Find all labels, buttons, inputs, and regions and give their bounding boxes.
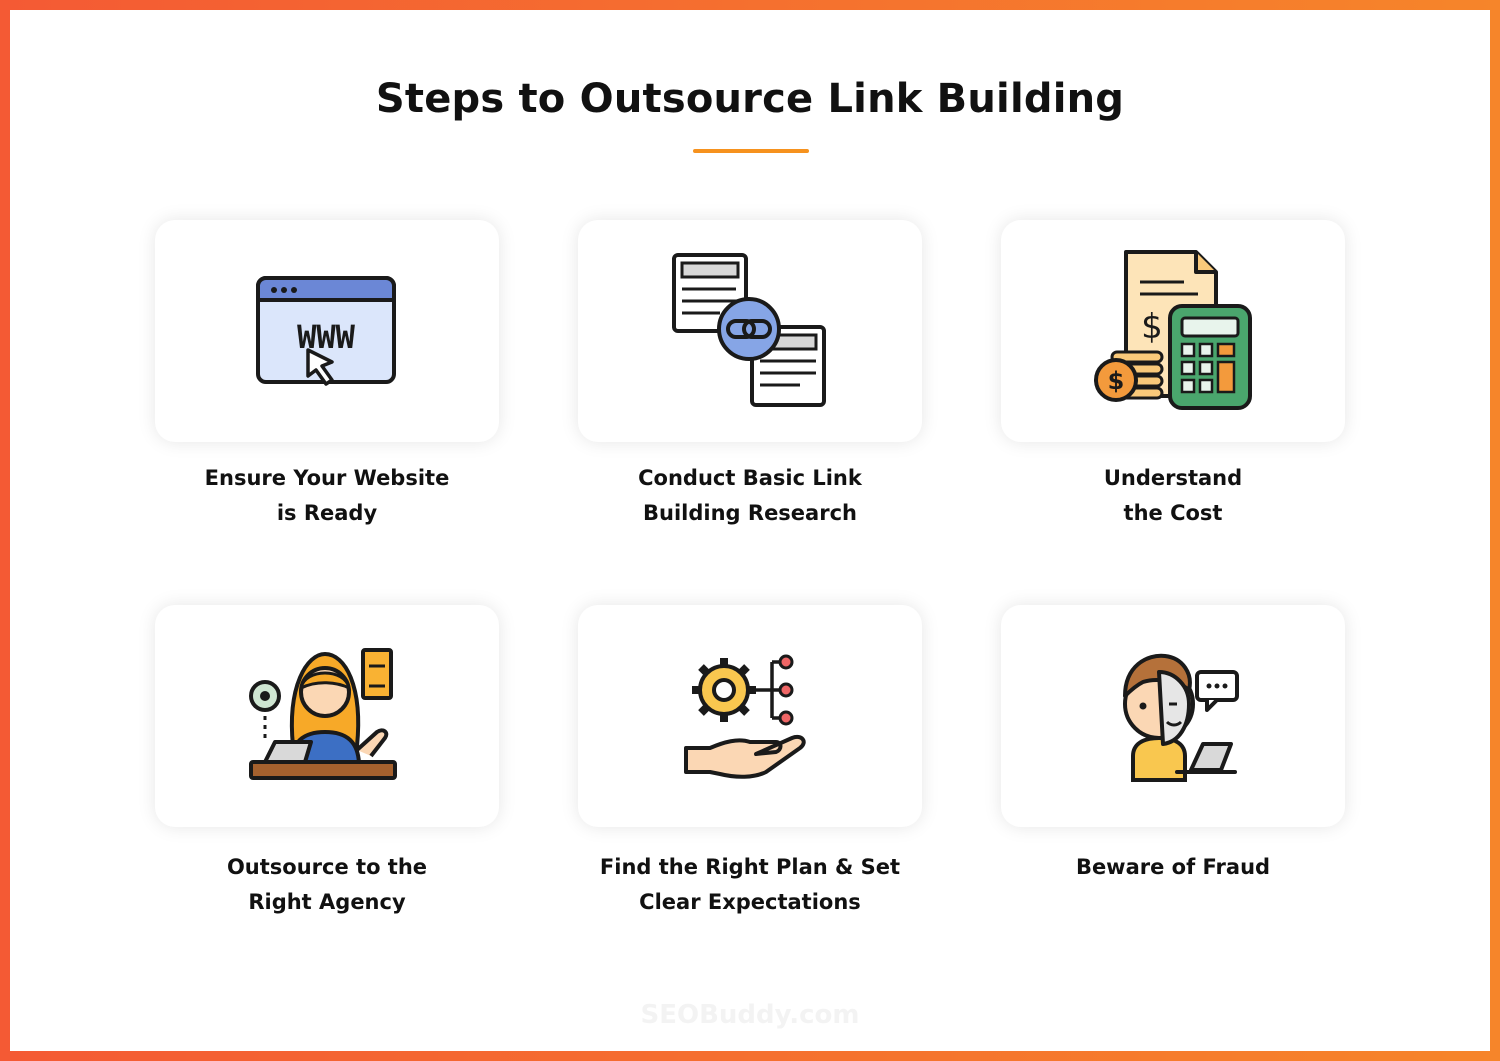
step-label-6: Beware of Fraud [1075, 855, 1271, 879]
step-card-4 [155, 605, 499, 827]
svg-text:$: $ [1108, 367, 1125, 395]
website-www-icon: WWW [256, 276, 396, 386]
page-title: Steps to Outsource Link Building [375, 76, 1125, 122]
step-card-6 [1001, 605, 1345, 827]
cost-calculator-icon: $ $ [1094, 250, 1252, 410]
infographic-canvas: Steps to Outsource Link Building WWW Ens… [10, 10, 1490, 1051]
step-card-3: $ $ [1001, 220, 1345, 442]
fraud-mask-icon [1123, 653, 1239, 782]
link-documents-icon [672, 253, 826, 407]
watermark: SEOBuddy.com [640, 1000, 860, 1030]
plan-hand-gear-icon [684, 654, 806, 779]
svg-text:$: $ [1141, 307, 1163, 347]
step-card-5 [578, 605, 922, 827]
svg-text:WWW: WWW [297, 318, 356, 356]
step-card-1: WWW [155, 220, 499, 442]
agency-agent-icon [249, 648, 397, 780]
title-underline [693, 149, 809, 153]
step-card-2 [578, 220, 922, 442]
